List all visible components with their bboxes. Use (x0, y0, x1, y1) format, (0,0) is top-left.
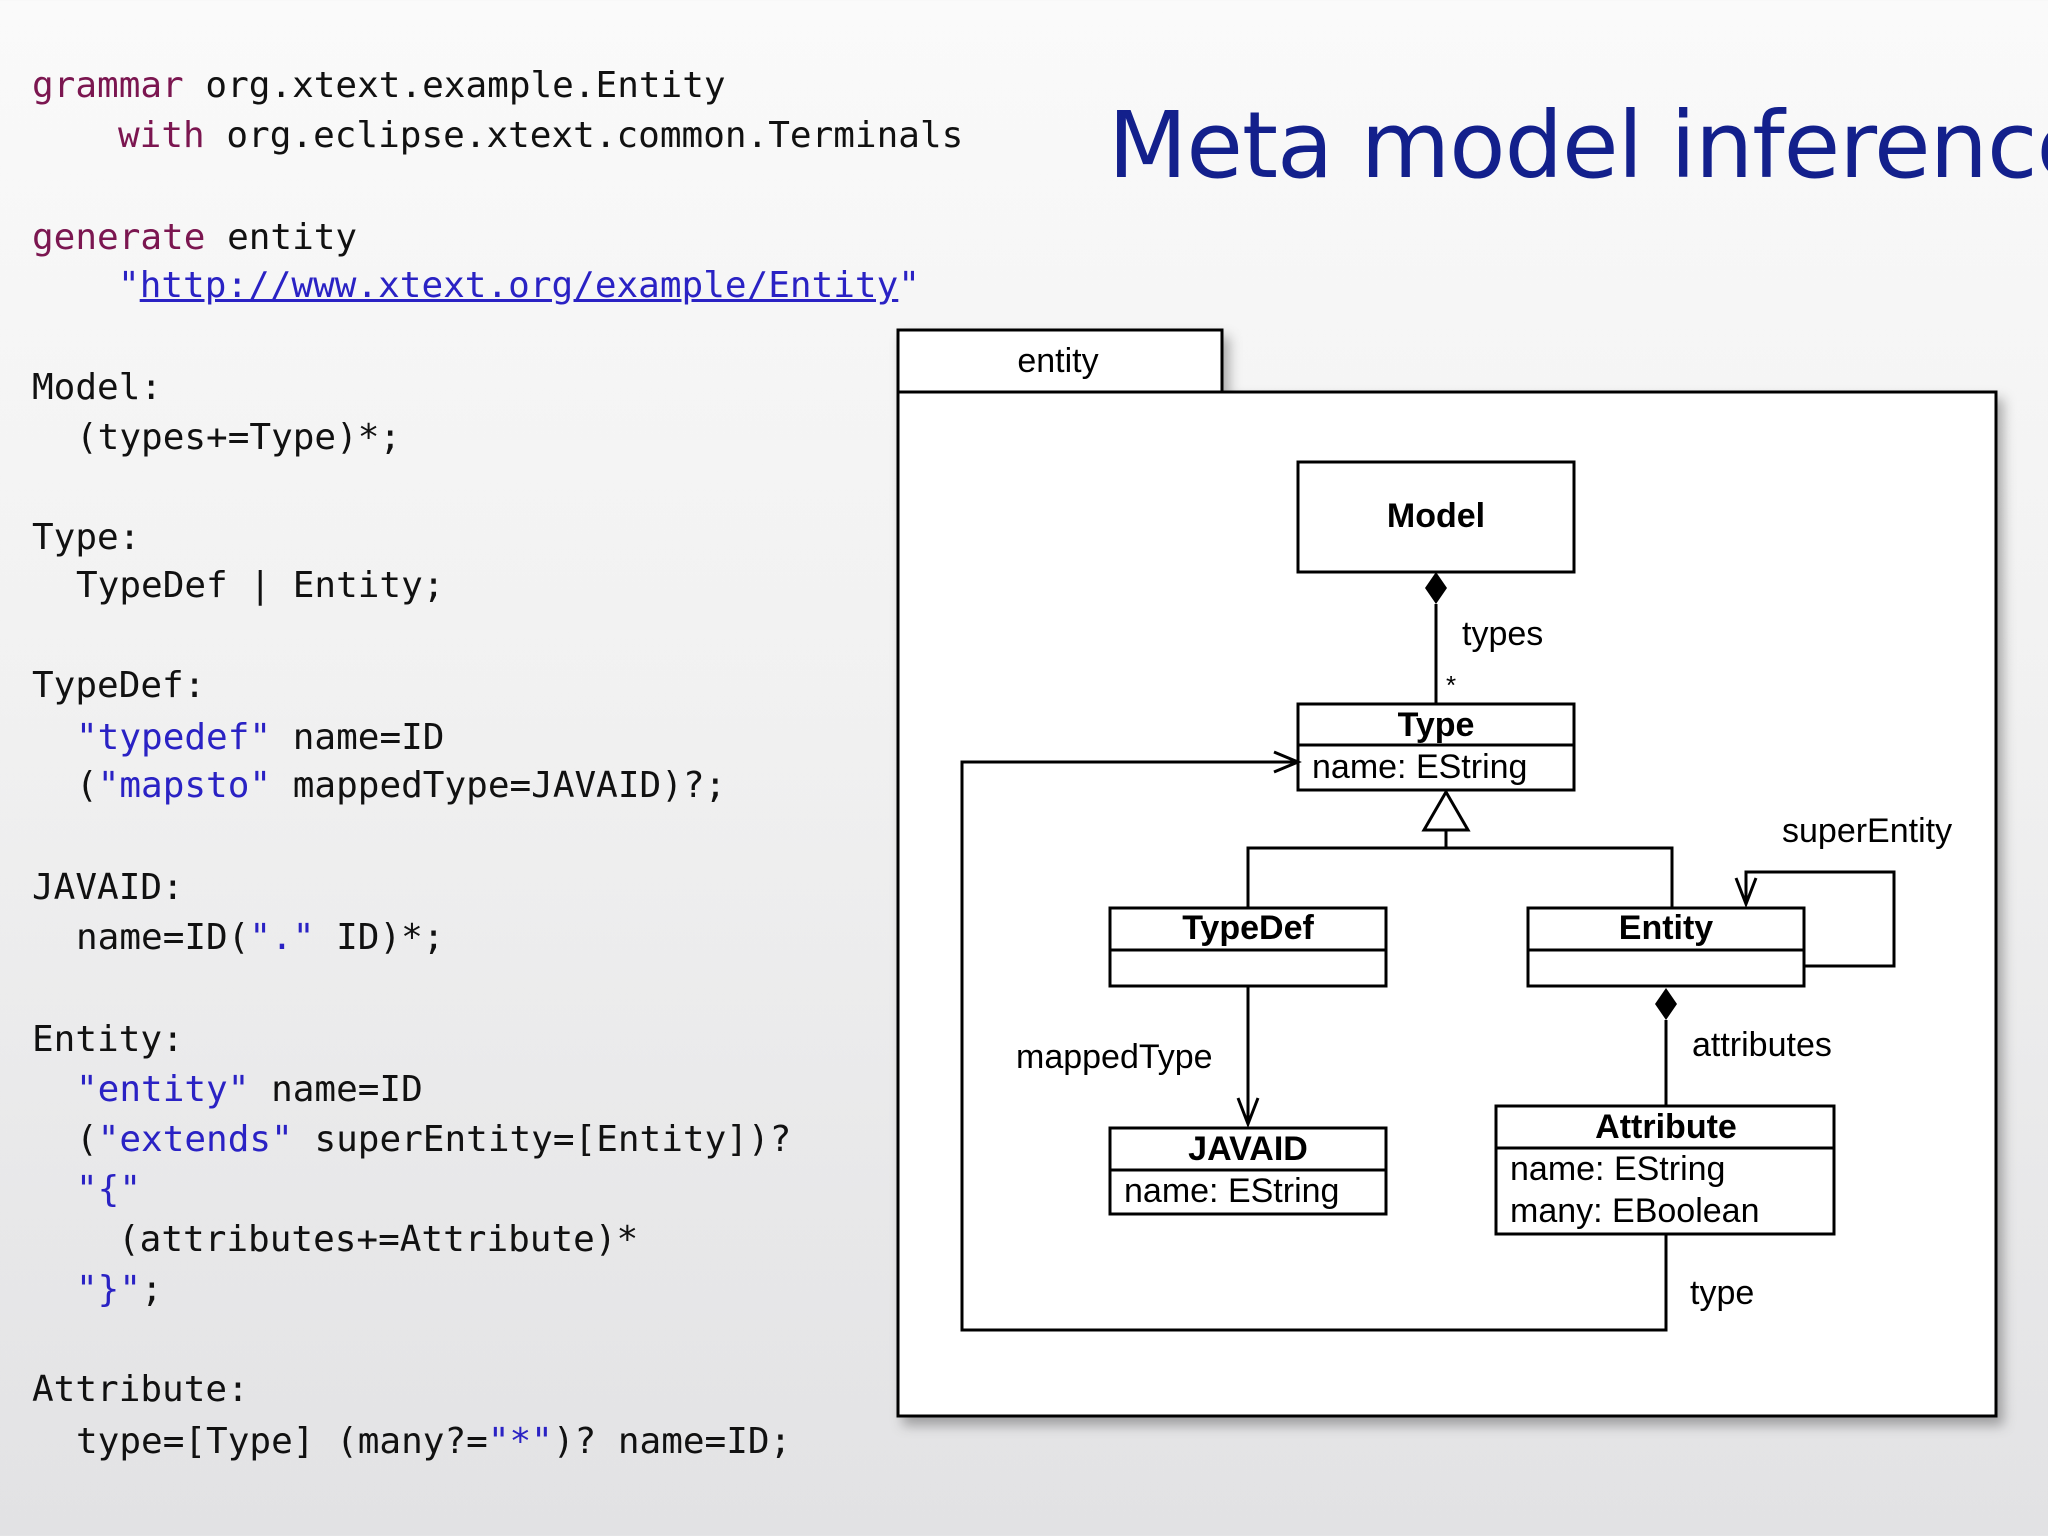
rule-model-body: (types+=Type)*; (76, 417, 402, 458)
rule-entity-attributes: (attributes+=Attribute)* (118, 1219, 639, 1260)
keyword-grammar: grammar (32, 65, 184, 106)
composition-diamond-icon (1655, 988, 1677, 1020)
keyword-with: with (118, 115, 205, 156)
namespace-uri-link[interactable]: http://www.xtext.org/example/Entity (139, 265, 899, 306)
rule-javaid: JAVAID: (32, 867, 184, 908)
rule-type-body: TypeDef | Entity; (76, 565, 445, 606)
code-line-generate: generate entity (32, 220, 357, 256)
label-super-entity: superEntity (1782, 812, 1952, 850)
label-attributes: attributes (1692, 1026, 1832, 1064)
rule-typedef: TypeDef: (32, 665, 206, 706)
class-javaid-attribute: name: EString (1124, 1172, 1339, 1210)
class-type[interactable]: Type name: EString (1296, 702, 1576, 792)
keyword-generate: generate (32, 217, 206, 258)
rule-model: Model: (32, 367, 163, 408)
class-attribute[interactable]: Attribute name: EString many: EBoolean (1494, 1104, 1836, 1236)
uri-quote-close: " (898, 265, 920, 306)
package-tab (896, 328, 1224, 394)
class-attribute-field-many: many: EBoolean (1510, 1192, 1760, 1230)
code-line-grammar: grammar org.xtext.example.Entity (32, 68, 726, 104)
keyword-mapsto: "mapsto" (97, 765, 272, 806)
package-name: entity (1017, 342, 1098, 380)
rule-typedef-line1: "typedef" name=ID (76, 720, 444, 756)
class-model[interactable]: Model (1296, 460, 1576, 574)
super-entity-assignment: superEntity=[Entity])? (292, 1119, 792, 1160)
keyword-rbrace: "}" (76, 1269, 142, 1310)
class-model-name: Model (1387, 497, 1485, 535)
generalization-line-entity (1446, 846, 1674, 908)
mapped-type-assignment: mappedType=JAVAID)?; (271, 765, 727, 806)
keyword-extends: "extends" (97, 1119, 293, 1160)
rule-entity-rbrace: "}"; (76, 1272, 163, 1308)
label-types: types (1462, 615, 1543, 653)
rule-javaid-body: name=ID("." ID)*; (76, 920, 444, 956)
attribute-post: )? name=ID; (552, 1421, 792, 1462)
class-javaid-name: JAVAID (1188, 1130, 1308, 1168)
class-entity-name: Entity (1619, 909, 1714, 947)
slide-title: Meta model inference (1108, 92, 2048, 199)
paren-open: ( (76, 1119, 98, 1160)
keyword-lbrace: "{" (76, 1169, 142, 1210)
entity-name-assignment: name=ID (249, 1069, 423, 1110)
rule-attribute-body: type=[Type] (many?="*")? name=ID; (76, 1424, 791, 1460)
class-typedef[interactable]: TypeDef (1108, 906, 1388, 988)
super-entity-association-line (1744, 870, 1896, 968)
composition-diamond-icon (1425, 572, 1447, 604)
keyword-dot: "." (249, 917, 315, 958)
keyword-star: "*" (487, 1421, 553, 1462)
mapped-type-arrow-icon (1236, 1097, 1260, 1129)
rule-entity-line2: ("extends" superEntity=[Entity])? (76, 1122, 791, 1158)
label-mapped-type: mappedType (1016, 1038, 1213, 1076)
rule-attribute: Attribute: (32, 1369, 249, 1410)
generalization-line-typedef (1246, 830, 1448, 908)
label-type: type (1690, 1274, 1754, 1312)
class-javaid[interactable]: JAVAID name: EString (1108, 1126, 1388, 1216)
rule-type: Type: (32, 517, 141, 558)
keyword-typedef: "typedef" (76, 717, 272, 758)
type-association-line (960, 760, 1668, 1332)
javaid-pre: name=ID( (76, 917, 250, 958)
attribute-pre: type=[Type] (many?= (76, 1421, 488, 1462)
grammar-code-listing: grammar org.xtext.example.Entity with or… (32, 68, 963, 1460)
type-arrow-icon (1273, 750, 1302, 774)
typedef-name-assignment: name=ID (271, 717, 445, 758)
rule-entity: Entity: (32, 1019, 184, 1060)
code-line-with: with org.eclipse.xtext.common.Terminals (118, 118, 963, 154)
grammar-name: org.xtext.example.Entity (183, 65, 726, 106)
class-type-attribute: name: EString (1312, 748, 1527, 786)
rule-entity-lbrace: "{" (76, 1172, 141, 1208)
class-type-name: Type (1398, 706, 1475, 744)
rule-typedef-line2: ("mapsto" mappedType=JAVAID)?; (76, 768, 726, 804)
semicolon: ; (141, 1269, 163, 1310)
generate-name: entity (205, 217, 358, 258)
code-line-uri: "http://www.xtext.org/example/Entity" (118, 268, 920, 304)
uri-quote-open: " (118, 265, 140, 306)
label-types-multiplicity: * (1446, 670, 1456, 700)
terminals-name: org.eclipse.xtext.common.Terminals (204, 115, 964, 156)
class-attribute-name: Attribute (1595, 1108, 1737, 1146)
keyword-entity: "entity" (76, 1069, 250, 1110)
javaid-post: ID)*; (314, 917, 445, 958)
class-attribute-field-name: name: EString (1510, 1150, 1725, 1188)
rule-entity-line1: "entity" name=ID (76, 1072, 423, 1108)
class-typedef-name: TypeDef (1182, 909, 1314, 947)
class-entity[interactable]: Entity (1526, 906, 1806, 988)
super-entity-arrow-icon (1734, 877, 1758, 909)
paren-open: ( (76, 765, 98, 806)
